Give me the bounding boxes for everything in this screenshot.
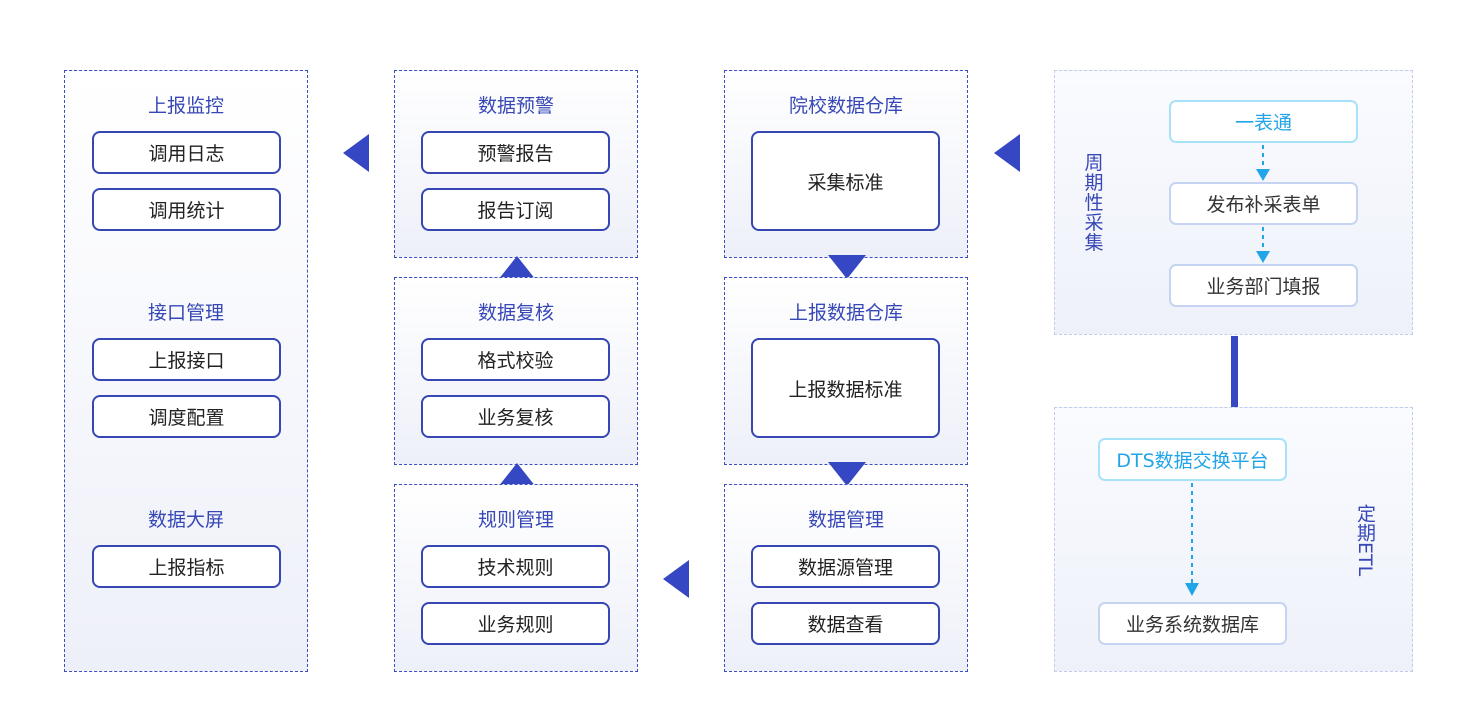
- arrow-left-icon: [994, 134, 1020, 172]
- business-rules-button[interactable]: 业务规则: [421, 602, 610, 645]
- report-metrics-button[interactable]: 上报指标: [92, 545, 281, 588]
- one-table-button[interactable]: 一表通: [1169, 100, 1358, 143]
- etl-label: 定期ETL: [1354, 504, 1376, 577]
- business-review-button[interactable]: 业务复核: [421, 395, 610, 438]
- report-interface-button[interactable]: 上报接口: [92, 338, 281, 381]
- report-subscribe-button[interactable]: 报告订阅: [421, 188, 610, 231]
- data-view-button[interactable]: 数据查看: [751, 602, 940, 645]
- rules-title: 规则管理: [477, 509, 554, 531]
- collect-standard-button[interactable]: 采集标准: [751, 131, 940, 231]
- warning-title: 数据预警: [477, 95, 554, 117]
- monitor-title: 上报监控: [147, 95, 224, 117]
- review-title: 数据复核: [477, 302, 554, 324]
- connector-line: [1231, 336, 1238, 407]
- periodic-label: 周期性采集: [1084, 152, 1104, 254]
- report-warehouse-panel: 上报数据仓库 上报数据标准: [724, 277, 968, 465]
- periodic-panel: 周期性采集 一表通 发布补采表单 业务部门填报: [1054, 70, 1413, 335]
- screen-title: 数据大屏: [147, 509, 224, 531]
- review-panel: 数据复核 格式校验 业务复核: [394, 277, 638, 465]
- dotted-arrow-icon: [1185, 483, 1199, 596]
- arrow-down-icon: [828, 462, 866, 486]
- report-warehouse-title: 上报数据仓库: [788, 302, 903, 324]
- report-standard-button[interactable]: 上报数据标准: [751, 338, 940, 438]
- supplement-form-button[interactable]: 发布补采表单: [1169, 182, 1358, 225]
- dotted-arrow-icon: [1256, 145, 1270, 181]
- call-log-button[interactable]: 调用日志: [92, 131, 281, 174]
- schedule-config-button[interactable]: 调度配置: [92, 395, 281, 438]
- warning-panel: 数据预警 预警报告 报告订阅: [394, 70, 638, 258]
- arrow-up-icon: [498, 463, 536, 487]
- business-db-button[interactable]: 业务系统数据库: [1098, 602, 1287, 645]
- arrow-up-icon: [498, 256, 536, 280]
- arrow-left-icon: [343, 134, 369, 172]
- call-stats-button[interactable]: 调用统计: [92, 188, 281, 231]
- data-mgmt-panel: 数据管理 数据源管理 数据查看: [724, 484, 968, 672]
- dept-fill-button[interactable]: 业务部门填报: [1169, 264, 1358, 307]
- arrow-down-icon: [828, 255, 866, 279]
- tech-rules-button[interactable]: 技术规则: [421, 545, 610, 588]
- warning-report-button[interactable]: 预警报告: [421, 131, 610, 174]
- datasource-mgmt-button[interactable]: 数据源管理: [751, 545, 940, 588]
- data-mgmt-title: 数据管理: [807, 509, 884, 531]
- etl-panel: DTS数据交换平台 业务系统数据库 定期ETL: [1054, 407, 1413, 672]
- warehouse-title: 院校数据仓库: [788, 95, 903, 117]
- report-column: 上报监控 调用日志 调用统计 接口管理 上报接口 调度配置 数据大屏 上报指标: [64, 70, 308, 672]
- dts-platform-button[interactable]: DTS数据交换平台: [1098, 438, 1287, 481]
- rules-panel: 规则管理 技术规则 业务规则: [394, 484, 638, 672]
- interface-title: 接口管理: [147, 302, 224, 324]
- dotted-arrow-icon: [1256, 227, 1270, 263]
- format-check-button[interactable]: 格式校验: [421, 338, 610, 381]
- arrow-left-icon: [663, 560, 689, 598]
- warehouse-panel: 院校数据仓库 采集标准: [724, 70, 968, 258]
